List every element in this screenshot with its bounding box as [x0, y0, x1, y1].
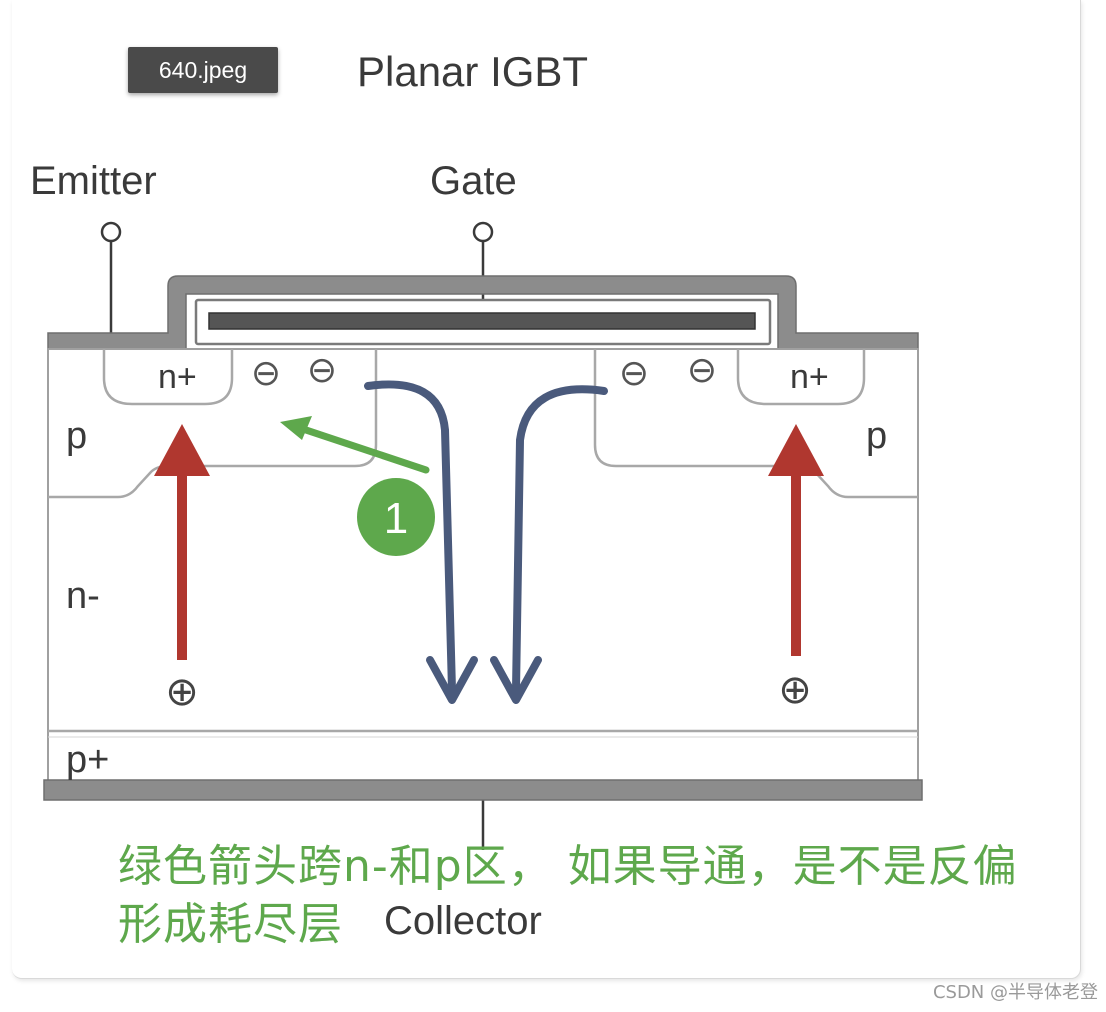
gate-label: Gate [430, 159, 517, 203]
electron-icon: ⊖ [619, 352, 649, 393]
p-well-left [48, 349, 378, 499]
gate-electrode [208, 312, 756, 330]
caption-line-1: 绿色箭头跨n-和p区， 如果导通，是不是反偏 [118, 841, 1018, 892]
electron-current-arrow-right [490, 385, 608, 704]
image-card: 640.jpeg Planar IGBT Emitter Gate Collec… [12, 0, 1081, 979]
caption-line-2: 形成耗尽层 [118, 899, 343, 950]
annotation-marker-number: 1 [384, 494, 408, 543]
annotation-caption: 绿色箭头跨n-和p区， 如果导通，是不是反偏 形成耗尽层 [118, 838, 1076, 954]
p-right-label: p [866, 415, 887, 457]
collector-metal-layer [43, 779, 923, 801]
hole-current-arrow-right [768, 424, 824, 656]
watermark: CSDN @半导体老登 [932, 982, 1098, 1003]
p-left-label: p [66, 415, 87, 457]
hole-current-arrow-left [154, 424, 210, 660]
emitter-label: Emitter [30, 159, 157, 203]
annotation-arrow [280, 416, 430, 474]
n-plus-right-label: n+ [790, 358, 829, 396]
collector-label: Collector [384, 899, 542, 943]
hole-icon: ⊕ [165, 670, 199, 714]
igbt-cross-section-diagram: Planar IGBT Emitter Gate Collector [30, 48, 923, 943]
silicon-body [47, 348, 919, 789]
file-name-tag: 640.jpeg [128, 47, 278, 93]
hole-icon: ⊕ [778, 668, 812, 712]
n-plus-left [102, 349, 234, 406]
electron-icon: ⊖ [687, 349, 717, 390]
diagram-title: Planar IGBT [357, 48, 588, 95]
n-plus-right [736, 349, 866, 406]
p-plus-label: p+ [66, 739, 109, 781]
emitter-terminal [100, 221, 122, 333]
n-plus-left-label: n+ [158, 358, 197, 396]
electron-icon: ⊖ [251, 352, 281, 393]
electron-icon: ⊖ [307, 349, 337, 390]
electron-current-arrow-left [364, 380, 478, 704]
annotation-marker: 1 [357, 478, 435, 556]
n-minus-label: n- [66, 575, 100, 617]
